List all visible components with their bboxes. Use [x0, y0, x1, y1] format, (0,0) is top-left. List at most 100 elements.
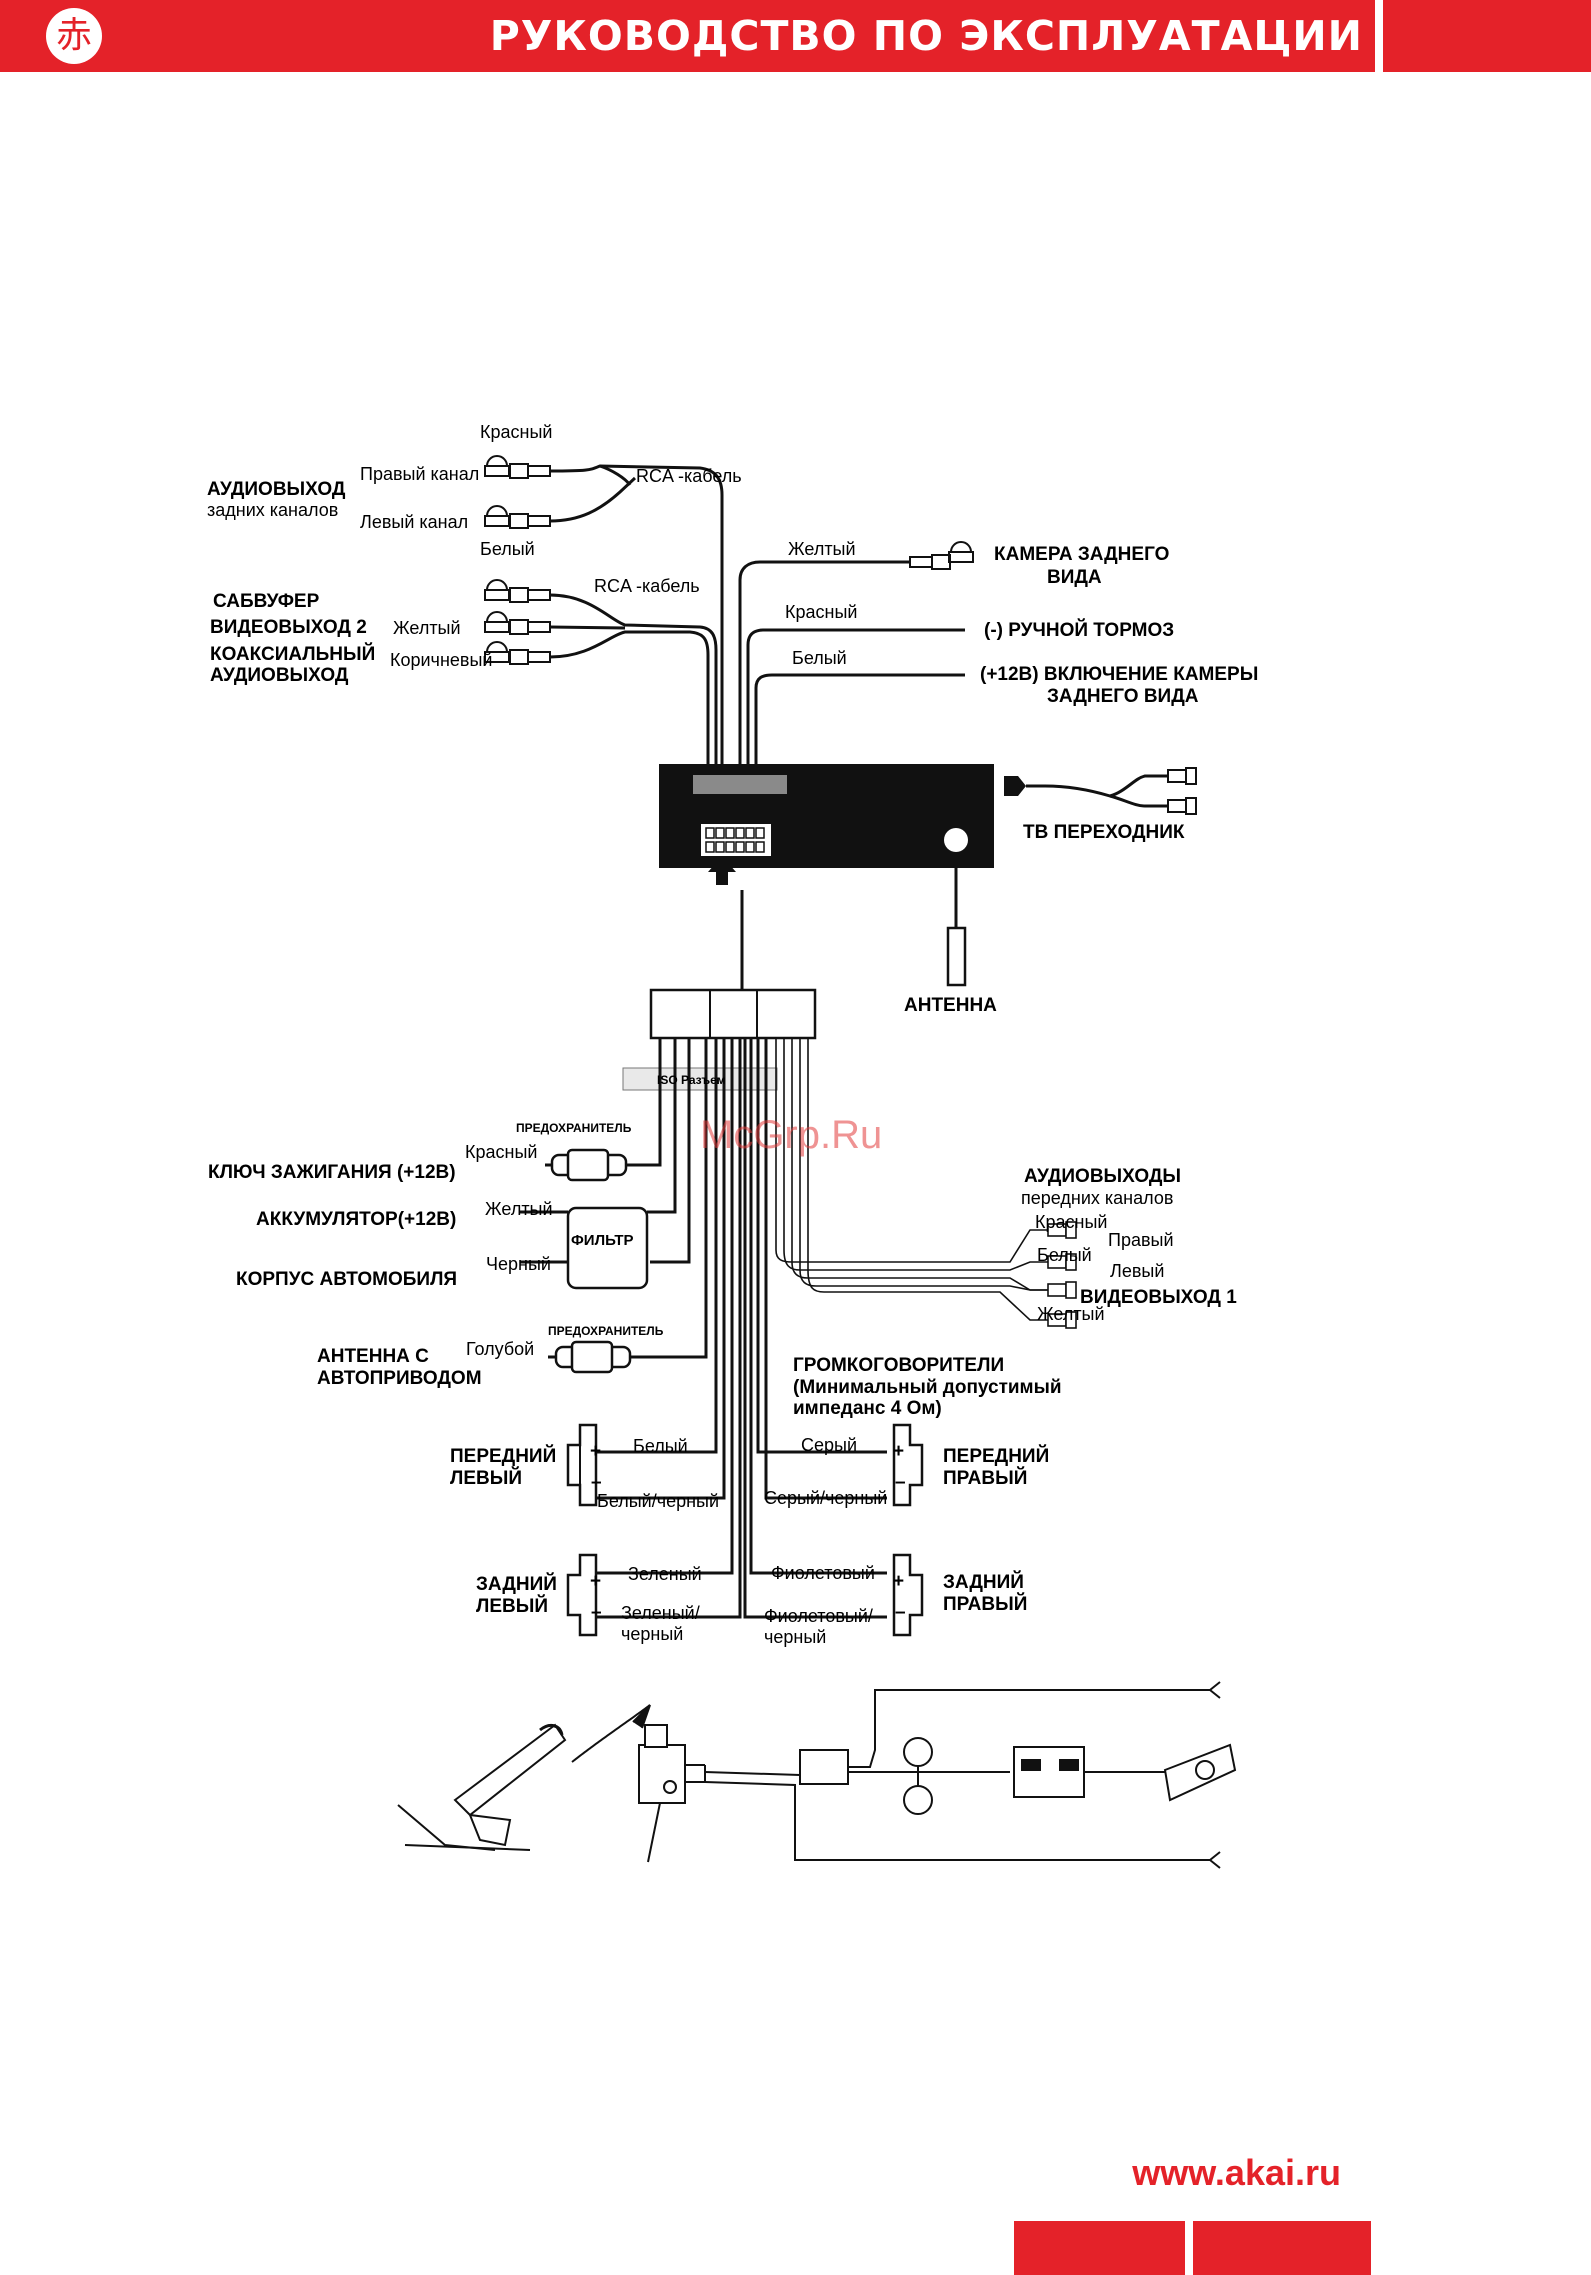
footer-website-link[interactable]: www.akai.ru: [1132, 2152, 1341, 2193]
label-bely-spk: Белый: [633, 1436, 688, 1456]
label-bely-cherny: Белый/черный: [597, 1491, 719, 1511]
tv-adapter: [1004, 767, 1197, 815]
label-zeleny-cherny-1: Зеленый/: [621, 1603, 700, 1623]
label-krasny-top: Красный: [480, 422, 552, 442]
speaker-front-left-icon: [566, 1423, 598, 1507]
label-minus-rr: –: [895, 1602, 906, 1623]
label-front-left-1: ПЕРЕДНИЙ: [450, 1445, 556, 1467]
label-fioletovy-cherny-2: черный: [764, 1627, 826, 1647]
label-ignition: КЛЮЧ ЗАЖИГАНИЯ (+12В): [208, 1162, 456, 1183]
speaker-rear-right-icon: [892, 1553, 924, 1637]
antenna-plug: [946, 926, 967, 987]
label-bely-cam: Белый: [792, 648, 847, 668]
label-right-channel: Правый канал: [360, 464, 479, 484]
label-zeleny: Зеленый: [628, 1564, 702, 1584]
label-korichnevy: Коричневый: [390, 650, 492, 670]
label-antenna-power-1: АНТЕННА С: [317, 1346, 429, 1367]
label-plus-rr: +: [893, 1571, 904, 1592]
label-coax: КОАКСИАЛЬНЫЙ: [210, 643, 375, 665]
label-rear-right-2: ПРАВЫЙ: [943, 1593, 1027, 1615]
label-zhelty-left: Желтый: [393, 618, 461, 638]
label-krasny-ign: Красный: [465, 1142, 537, 1162]
label-goluboy: Голубой: [466, 1339, 534, 1359]
label-bely-front: Белый: [1037, 1245, 1092, 1265]
label-speakers-3: импеданс 4 Ом): [793, 1398, 942, 1419]
label-hand-brake: (-) РУЧНОЙ ТОРМОЗ: [984, 619, 1174, 641]
arrow-up-icon: [708, 856, 736, 885]
label-minus-rl: –: [591, 1602, 602, 1623]
hand-brake-illustration: [397, 1681, 1237, 1869]
label-battery: АККУМУЛЯТОР(+12В): [256, 1209, 456, 1230]
label-front-right-1: ПЕРЕДНИЙ: [943, 1445, 1049, 1467]
label-zeleny-cherny-2: черный: [621, 1624, 683, 1644]
label-rear-right-1: ЗАДНИЙ: [943, 1571, 1024, 1593]
label-front-right-2: ПРАВЫЙ: [943, 1467, 1027, 1489]
label-plus-fl: +: [590, 1441, 601, 1462]
label-front-left-2: ЛЕВЫЙ: [450, 1467, 522, 1489]
page-title: РУКОВОДСТВО ПО ЭКСПЛУАТАЦИИ: [489, 12, 1363, 60]
label-pravy: Правый: [1108, 1230, 1174, 1250]
speaker-rear-left-icon: [566, 1553, 598, 1637]
label-cam-on-2: ЗАДНЕГО ВИДА: [1047, 686, 1199, 707]
rca-plugs-rear-audio: [484, 455, 551, 529]
label-iso-connector: ISO Разъем: [657, 1073, 726, 1087]
label-audiovyhod-rear: АУДИОВЫХОД: [207, 479, 346, 500]
label-camera-rear-1: КАМЕРА ЗАДНЕГО: [994, 544, 1169, 565]
label-fuse-2: ПРЕДОХРАНИТЕЛЬ: [548, 1324, 664, 1338]
label-plus-fr: +: [893, 1441, 904, 1462]
speaker-front-right-icon: [892, 1423, 924, 1507]
label-filter: ФИЛЬТР: [571, 1232, 634, 1249]
label-audiovyhod-coax: АУДИОВЫХОД: [210, 665, 349, 686]
label-rear-channels: задних каналов: [207, 500, 338, 520]
watermark-text: McGrp.Ru: [700, 1113, 882, 1157]
footer-block-right: [1193, 2221, 1371, 2275]
label-videovyhod2: ВИДЕОВЫХОД 2: [210, 617, 367, 638]
rca-plugs-sub-video-coax: [484, 579, 551, 665]
label-levy: Левый: [1110, 1261, 1164, 1281]
label-sery-cherny: Серый/черный: [764, 1488, 887, 1508]
filter-box: [520, 1206, 649, 1290]
label-cam-on-1: (+12В) ВКЛЮЧЕНИЕ КАМЕРЫ: [980, 664, 1258, 685]
label-fioletovy: Фиолетовый: [771, 1563, 875, 1583]
header-side-block: [1383, 0, 1591, 72]
label-bely-top: Белый: [480, 539, 535, 559]
label-antenna-power-2: АВТОПРИВОДОМ: [317, 1368, 482, 1389]
label-cherny: Черный: [486, 1254, 551, 1274]
label-front-audio-1: АУДИОВЫХОДЫ: [1024, 1166, 1181, 1187]
fuse-antenna: [548, 1340, 632, 1374]
label-krasny-brake: Красный: [785, 602, 857, 622]
label-rca-cable-1: RCA -кабель: [636, 466, 742, 486]
label-videovyhod1: ВИДЕОВЫХОД 1: [1080, 1287, 1237, 1308]
head-unit: [659, 764, 994, 868]
label-minus-fl: –: [591, 1472, 602, 1493]
label-front-audio-2: передних каналов: [1021, 1188, 1173, 1208]
label-krasny-front: Красный: [1035, 1212, 1107, 1232]
label-fioletovy-cherny-1: Фиолетовый/: [764, 1606, 873, 1626]
brand-logo-icon: 赤: [46, 8, 102, 64]
label-rear-left-2: ЛЕВЫЙ: [476, 1595, 548, 1617]
label-fuse-1: ПРЕДОХРАНИТЕЛЬ: [516, 1121, 632, 1135]
label-left-channel: Левый канал: [360, 512, 468, 532]
harness-wires: [595, 1038, 1048, 1619]
label-antenna: АНТЕННА: [904, 995, 997, 1016]
label-minus-fr: –: [895, 1472, 906, 1493]
label-speakers-1: ГРОМКОГОВОРИТЕЛИ: [793, 1355, 1004, 1376]
label-tv-adapter: ТВ ПЕРЕХОДНИК: [1023, 822, 1185, 843]
label-sery: Серый: [801, 1435, 857, 1455]
label-rear-left-1: ЗАДНИЙ: [476, 1573, 557, 1595]
label-camera-rear-2: ВИДА: [1047, 567, 1102, 588]
label-speakers-2: (Минимальный допустимый: [793, 1377, 1062, 1398]
rca-plugs-front: [1047, 1221, 1077, 1329]
label-plus-rl: +: [590, 1571, 601, 1592]
fuse-ignition: [545, 1148, 632, 1182]
header-bar: [0, 0, 1375, 72]
footer-block-left: [1014, 2221, 1185, 2275]
label-subwoofer: САБВУФЕР: [213, 591, 320, 612]
label-zhelty-bat: Желтый: [485, 1199, 553, 1219]
label-zhelty-cam: Желтый: [788, 539, 856, 559]
label-zhelty-front: Желтый: [1037, 1304, 1105, 1324]
rca-plug-camera: [909, 541, 974, 570]
label-rca-cable-2: RCA -кабель: [594, 576, 700, 596]
label-ground: КОРПУС АВТОМОБИЛЯ: [236, 1269, 457, 1290]
